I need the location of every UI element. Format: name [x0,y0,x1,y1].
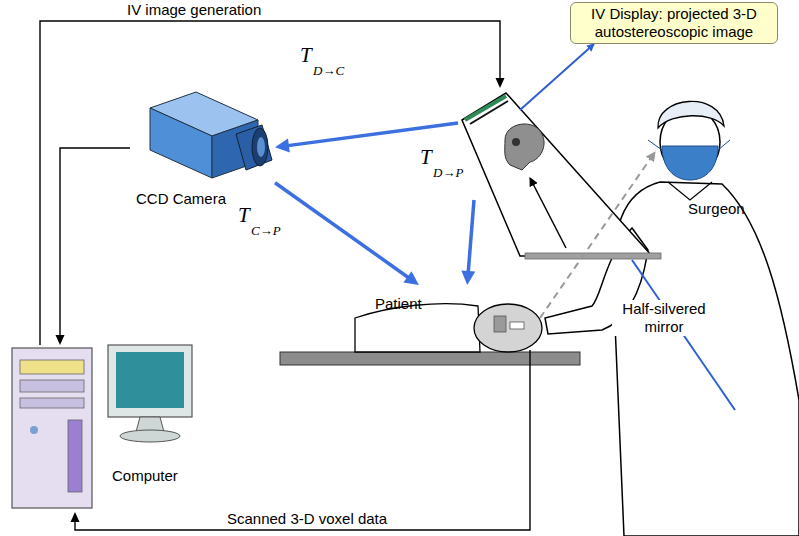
device-label: CCD Camera [136,190,226,208]
part-label: Half-silvered mirror [612,300,716,336]
transform-symbol: T [238,206,250,224]
transform-subscript: D→C [313,62,344,80]
connector-line [75,350,530,530]
patient-figure [280,304,580,365]
connector-line [60,148,130,336]
ccd-camera-icon [150,92,272,178]
arrowhead [71,512,80,522]
patient-node: Patient [350,285,560,350]
display-node: IV Display: projected 3-D autostereoscop… [458,88,560,200]
surgeon-figure [545,101,799,536]
arrowhead [56,335,65,345]
edge-label: Scanned 3-D voxel data [225,510,389,528]
patient-label: Patient [375,295,422,313]
arrowhead [275,139,290,153]
callout-leader [520,44,594,110]
connector [71,350,531,530]
transform-subscript: C→P [251,222,281,240]
connector-line [275,183,408,278]
transform-subscript: D→P [433,164,463,182]
connector [40,21,505,345]
connector-line [288,123,458,146]
person-label: Surgeon [688,200,745,218]
arrowhead [496,78,505,88]
connector [56,148,131,345]
arrowhead [403,271,418,285]
connector-line [40,21,500,345]
connector [275,183,419,285]
connector-line [468,200,474,272]
computer-icon [12,345,192,508]
device-label: Computer [112,467,178,485]
transform-symbol: T [420,148,432,166]
connector [461,200,475,285]
edge-label: IV image generation [125,1,263,19]
arrowhead [461,270,475,285]
computer-node: Computer [5,345,198,512]
transform-symbol: T [300,46,312,64]
iv-display-device [462,93,661,259]
half-silvered-mirror [525,253,661,259]
callout-text: IV Display: projected 3-D autostereoscop… [570,2,778,44]
camera-node: CCD Camera [130,88,275,210]
sight-line [540,152,655,318]
